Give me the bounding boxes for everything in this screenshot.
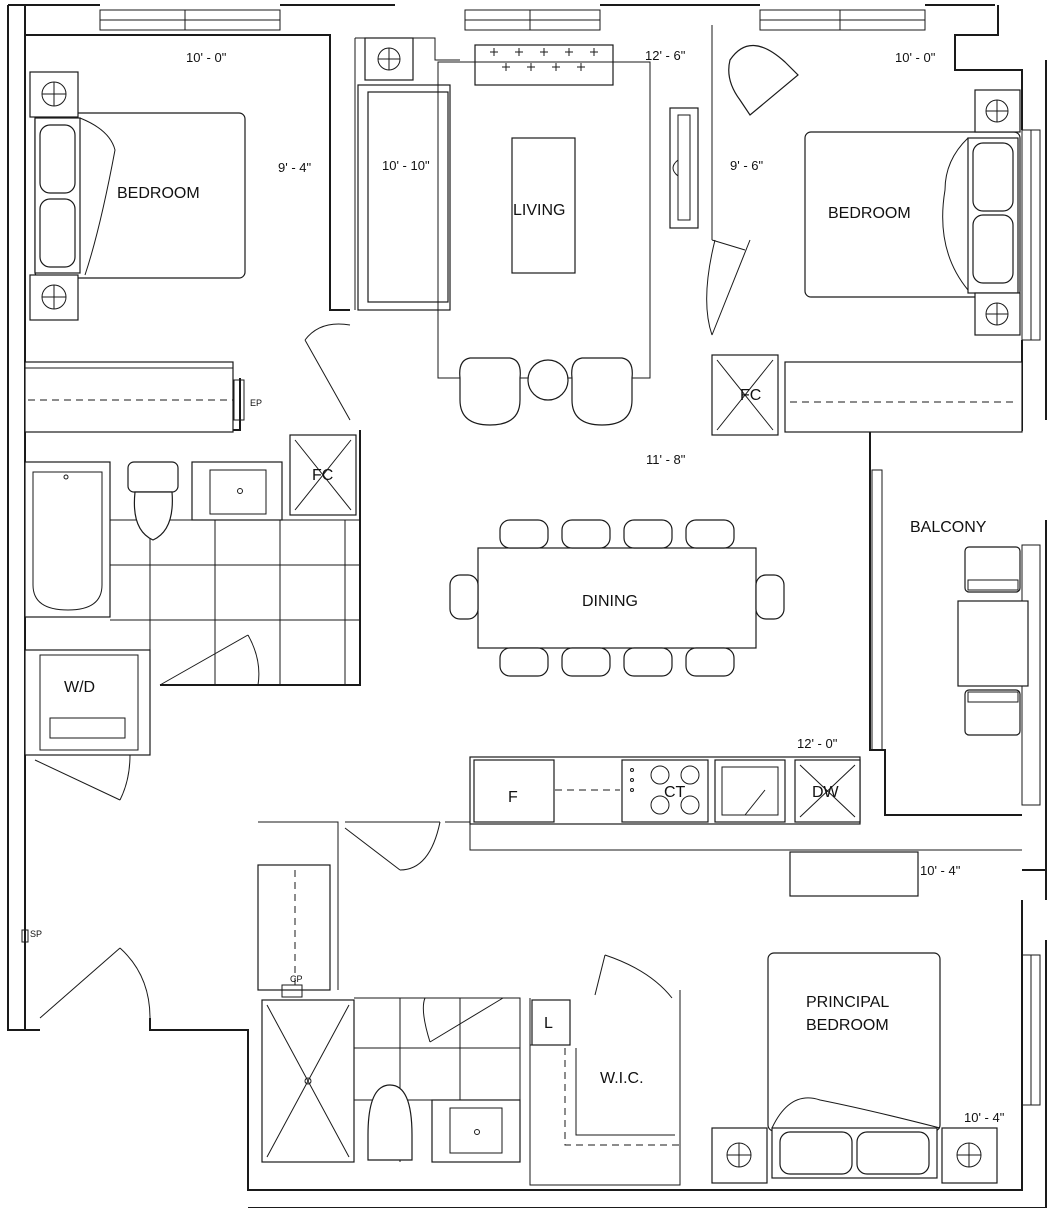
- toilet-bowl: [133, 491, 173, 541]
- principal-width: 10' - 4": [920, 863, 961, 878]
- armchair-2: [571, 357, 633, 426]
- door-principal: [344, 821, 441, 871]
- sink: [714, 759, 786, 823]
- principal-height: 10' - 4": [964, 1110, 1005, 1125]
- fridge: [473, 759, 555, 823]
- balcony-label: BALCONY: [910, 519, 987, 536]
- right-bedroom: FC BEDROOM 10' - 0" 9' - 6": [706, 25, 1023, 436]
- wd-label: W/D: [64, 679, 95, 696]
- living-height: 10' - 10": [382, 158, 430, 173]
- exterior-walls: [7, 4, 1047, 1208]
- fridge-label: F: [508, 789, 518, 806]
- door-bedroom-right: [706, 239, 751, 336]
- principal-suite: CP L W.I.C. PRINCIPAL BEDROOM 10' - 4" 1…: [257, 821, 1022, 1186]
- vanity-ensuite: [431, 1099, 521, 1163]
- door-wic: [594, 954, 673, 999]
- door-laundry: [34, 754, 131, 801]
- door-bath: [159, 634, 260, 686]
- shower: [261, 999, 355, 1163]
- sp-label: SP: [30, 929, 42, 939]
- linen-label: L: [544, 1015, 553, 1032]
- main-bathroom: FC W/D SP: [21, 434, 360, 1019]
- dishwasher-label: DW: [812, 784, 840, 801]
- accent-chair: [728, 44, 799, 116]
- ep-label: EP: [250, 398, 262, 408]
- toilet-tank: [127, 461, 179, 493]
- closet-left: [24, 361, 234, 433]
- washer-dryer: [24, 649, 151, 756]
- fc-living-label: FC: [312, 467, 333, 484]
- living-label: LIVING: [513, 202, 565, 219]
- armchair-1: [459, 357, 521, 426]
- bedroom-left-width: 10' - 0": [186, 50, 227, 65]
- side-table: [527, 359, 569, 401]
- cooktop: [621, 759, 709, 823]
- right-bed: [804, 131, 1021, 298]
- kitchen: F CT DW: [469, 756, 861, 825]
- dining-label: DINING: [582, 593, 638, 610]
- principal-label-1: PRINCIPAL: [806, 994, 889, 1011]
- bedroom-left-height: 9' - 4": [278, 160, 311, 175]
- bedroom-right-width: 10' - 0": [895, 50, 936, 65]
- toilet-ensuite: [367, 1084, 413, 1161]
- dining-width: 12' - 0": [797, 736, 838, 751]
- tv-unit: [669, 107, 699, 229]
- balcony-table: [957, 600, 1029, 687]
- linen: [531, 999, 571, 1046]
- bathtub: [24, 461, 111, 618]
- principal-label-2: BEDROOM: [806, 1017, 889, 1034]
- living-room: LIVING 12' - 6" 10' - 10": [354, 37, 699, 426]
- door-bedroom-left: [304, 323, 351, 421]
- principal-closet: [257, 864, 331, 991]
- coffee-table: [511, 137, 576, 274]
- dining-height: 11' - 8": [646, 452, 686, 467]
- dining-table: [477, 547, 757, 649]
- cooktop-label: CT: [664, 784, 686, 801]
- living-width: 12' - 6": [645, 48, 686, 63]
- principal-bed: [767, 952, 941, 1132]
- bedroom-right-label: BEDROOM: [828, 205, 911, 222]
- left-bedroom: EP BEDROOM 10' - 0" 9' - 4": [24, 50, 351, 433]
- entry-door: [39, 947, 151, 1019]
- windows: [99, 9, 1041, 1106]
- wic-label: W.I.C.: [600, 1070, 644, 1087]
- balcony: BALCONY: [910, 519, 1029, 736]
- fc-right-label: FC: [740, 387, 761, 404]
- dining-area: DINING 11' - 8" 12' - 0": [449, 452, 838, 751]
- cp-label: CP: [290, 974, 303, 984]
- dresser: [789, 851, 919, 897]
- bedroom-right-height: 9' - 6": [730, 158, 763, 173]
- door-ensuite: [422, 997, 504, 1043]
- closet-right: [784, 361, 1023, 433]
- bedroom-left-label: BEDROOM: [117, 185, 200, 202]
